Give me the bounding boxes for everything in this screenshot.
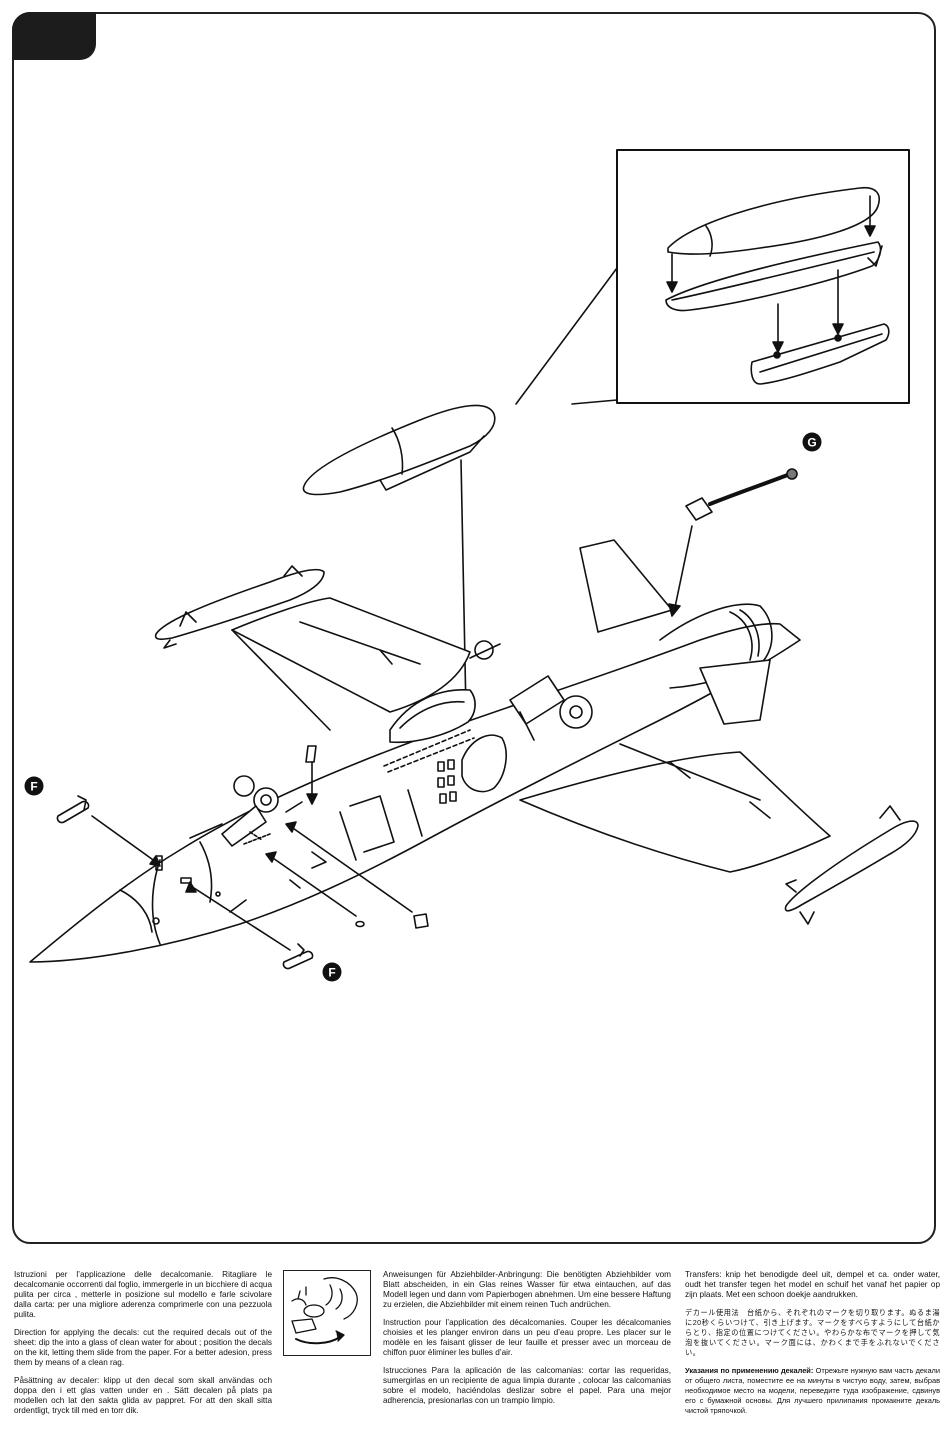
- instructions-japanese: デカール使用法 台紙から、それぞれのマークを切り取ります。ぬるま湯に20秒くらい…: [685, 1308, 940, 1357]
- instructions-dutch: Transfers: knip het benodigde deel uit, …: [685, 1270, 940, 1299]
- callout-f-bottom: F: [322, 962, 342, 982]
- callout-f-top: F: [24, 776, 44, 796]
- callout-g: G: [802, 432, 822, 452]
- step-number-tab: [12, 12, 96, 60]
- callout-g-label: G: [807, 436, 816, 450]
- part-g-refuel-probe: [668, 468, 798, 617]
- part-f-antenna-upper: [56, 795, 161, 867]
- tank-upper-half: [667, 186, 880, 257]
- hand-sliding-decal-icon: [291, 1277, 358, 1345]
- tank-lower-half: [665, 241, 883, 312]
- callout-f-top-label: F: [30, 780, 37, 794]
- instructions-spanish: Istrucciones Para la aplicación de las c…: [383, 1366, 671, 1405]
- instructions-column-middle: Anweisungen für Abziehbilder-Anbringung:…: [383, 1270, 671, 1414]
- main-landing-gear: [469, 640, 593, 741]
- assembly-diagram: G F F: [24, 149, 919, 982]
- instructions-french: Instruction pour l’application des décal…: [383, 1318, 671, 1357]
- instructions-column-right: Transfers: knip het benodigde deel uit, …: [685, 1270, 940, 1424]
- callout-f-bottom-label: F: [328, 966, 335, 980]
- instructions-italian: Istruzioni per l’applicazione delle deca…: [14, 1270, 272, 1319]
- instructions-german: Anweisungen für Abziehbilder-Anbringung:…: [383, 1270, 671, 1309]
- aircraft-fuselage: [29, 539, 801, 963]
- part-f-antenna-lower: [185, 881, 314, 970]
- left-wing: [154, 565, 471, 731]
- instructions-column-left: Istruzioni per l’applicazione delle deca…: [14, 1270, 272, 1424]
- centerline-fuel-tank: [302, 404, 496, 717]
- decal-application-illustration: [283, 1270, 371, 1356]
- instructions-english: Direction for applying the decals: cut t…: [14, 1328, 272, 1367]
- instructions-russian-title: Указания по применению декалей:: [685, 1366, 814, 1375]
- right-wing: [519, 659, 919, 925]
- instruction-sheet-frame: [12, 12, 936, 1244]
- instructions-russian: Указания по применению декалей: Отрежьте…: [685, 1366, 940, 1416]
- nose-landing-gear: [189, 775, 303, 847]
- instructions-swedish: Påsättning av decaler: klipp ut den deca…: [14, 1376, 272, 1415]
- small-parts: [265, 745, 429, 929]
- instructions-russian-body: Отрежьте нужную вам часть декали от обще…: [685, 1366, 940, 1415]
- fuel-tank-detail-inset: [515, 149, 910, 405]
- tank-pylon: [750, 323, 890, 385]
